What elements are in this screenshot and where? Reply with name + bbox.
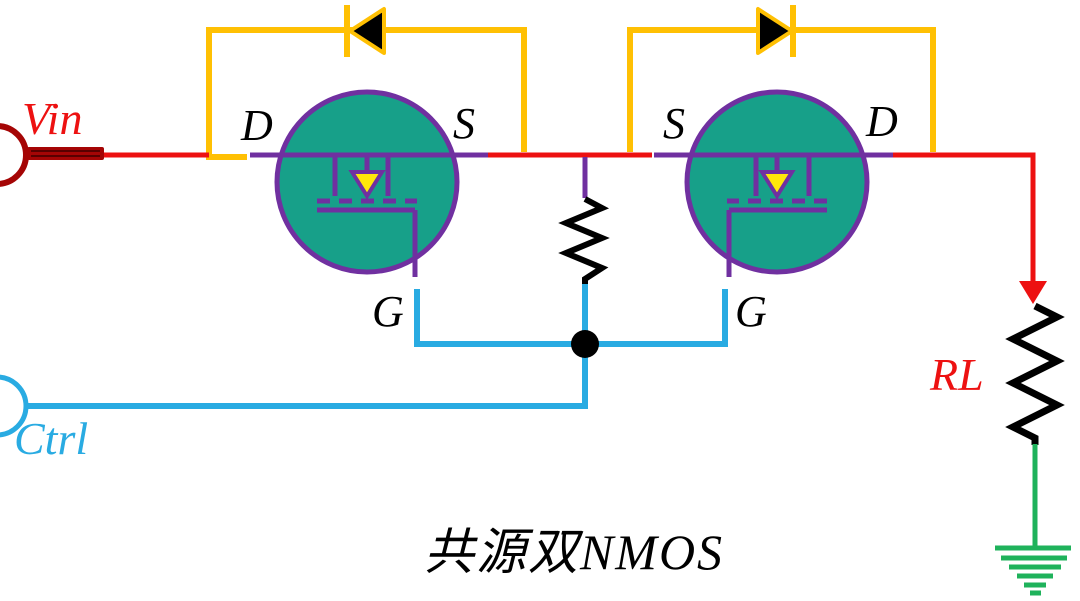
- vin-port: [0, 123, 104, 187]
- nmos-transistor-q1: [250, 89, 490, 277]
- ctrl-wire: [26, 284, 588, 409]
- junction-dot: [571, 330, 599, 358]
- nmos-transistor-q2: [654, 92, 894, 277]
- vin-connector-arc: [0, 123, 29, 187]
- q2-drain-label: D: [866, 97, 898, 146]
- ctrl-port: [0, 374, 29, 438]
- q1-gate-label: G: [372, 287, 404, 336]
- load-resistor-icon: [1005, 302, 1065, 445]
- diode-icon: [756, 5, 796, 57]
- vin-label: Vin: [22, 93, 83, 144]
- gate-bus-wire: [414, 289, 728, 347]
- diode-icon: [344, 5, 386, 57]
- diode-triangle: [348, 7, 386, 55]
- gate-source-resistor-icon: [558, 196, 610, 284]
- ctrl-label: Ctrl: [14, 413, 89, 464]
- ctrl-connector-arc: [0, 374, 29, 438]
- diode-triangle: [756, 7, 794, 55]
- substrate-arrow-icon: [348, 170, 386, 200]
- load-resistor-label: RL: [930, 349, 984, 400]
- current-arrow-icon: [1019, 281, 1047, 304]
- output-wire-path: [893, 152, 1036, 283]
- vin-connector-stripes: [31, 150, 100, 157]
- q2-gate-label: G: [735, 287, 767, 336]
- diagram-title: 共源双NMOS: [423, 524, 725, 580]
- body-diode-loop-q2: [627, 5, 936, 152]
- vin-connector-bar: [27, 147, 104, 160]
- q2-source-label: S: [663, 99, 685, 148]
- ground-icon: [995, 444, 1071, 596]
- output-wire: [893, 152, 1047, 304]
- body-diode-loop-q1: [206, 5, 527, 160]
- diode-loop-wire: [206, 27, 527, 160]
- q1-drain-label: D: [241, 101, 273, 150]
- q1-source-label: S: [453, 99, 475, 148]
